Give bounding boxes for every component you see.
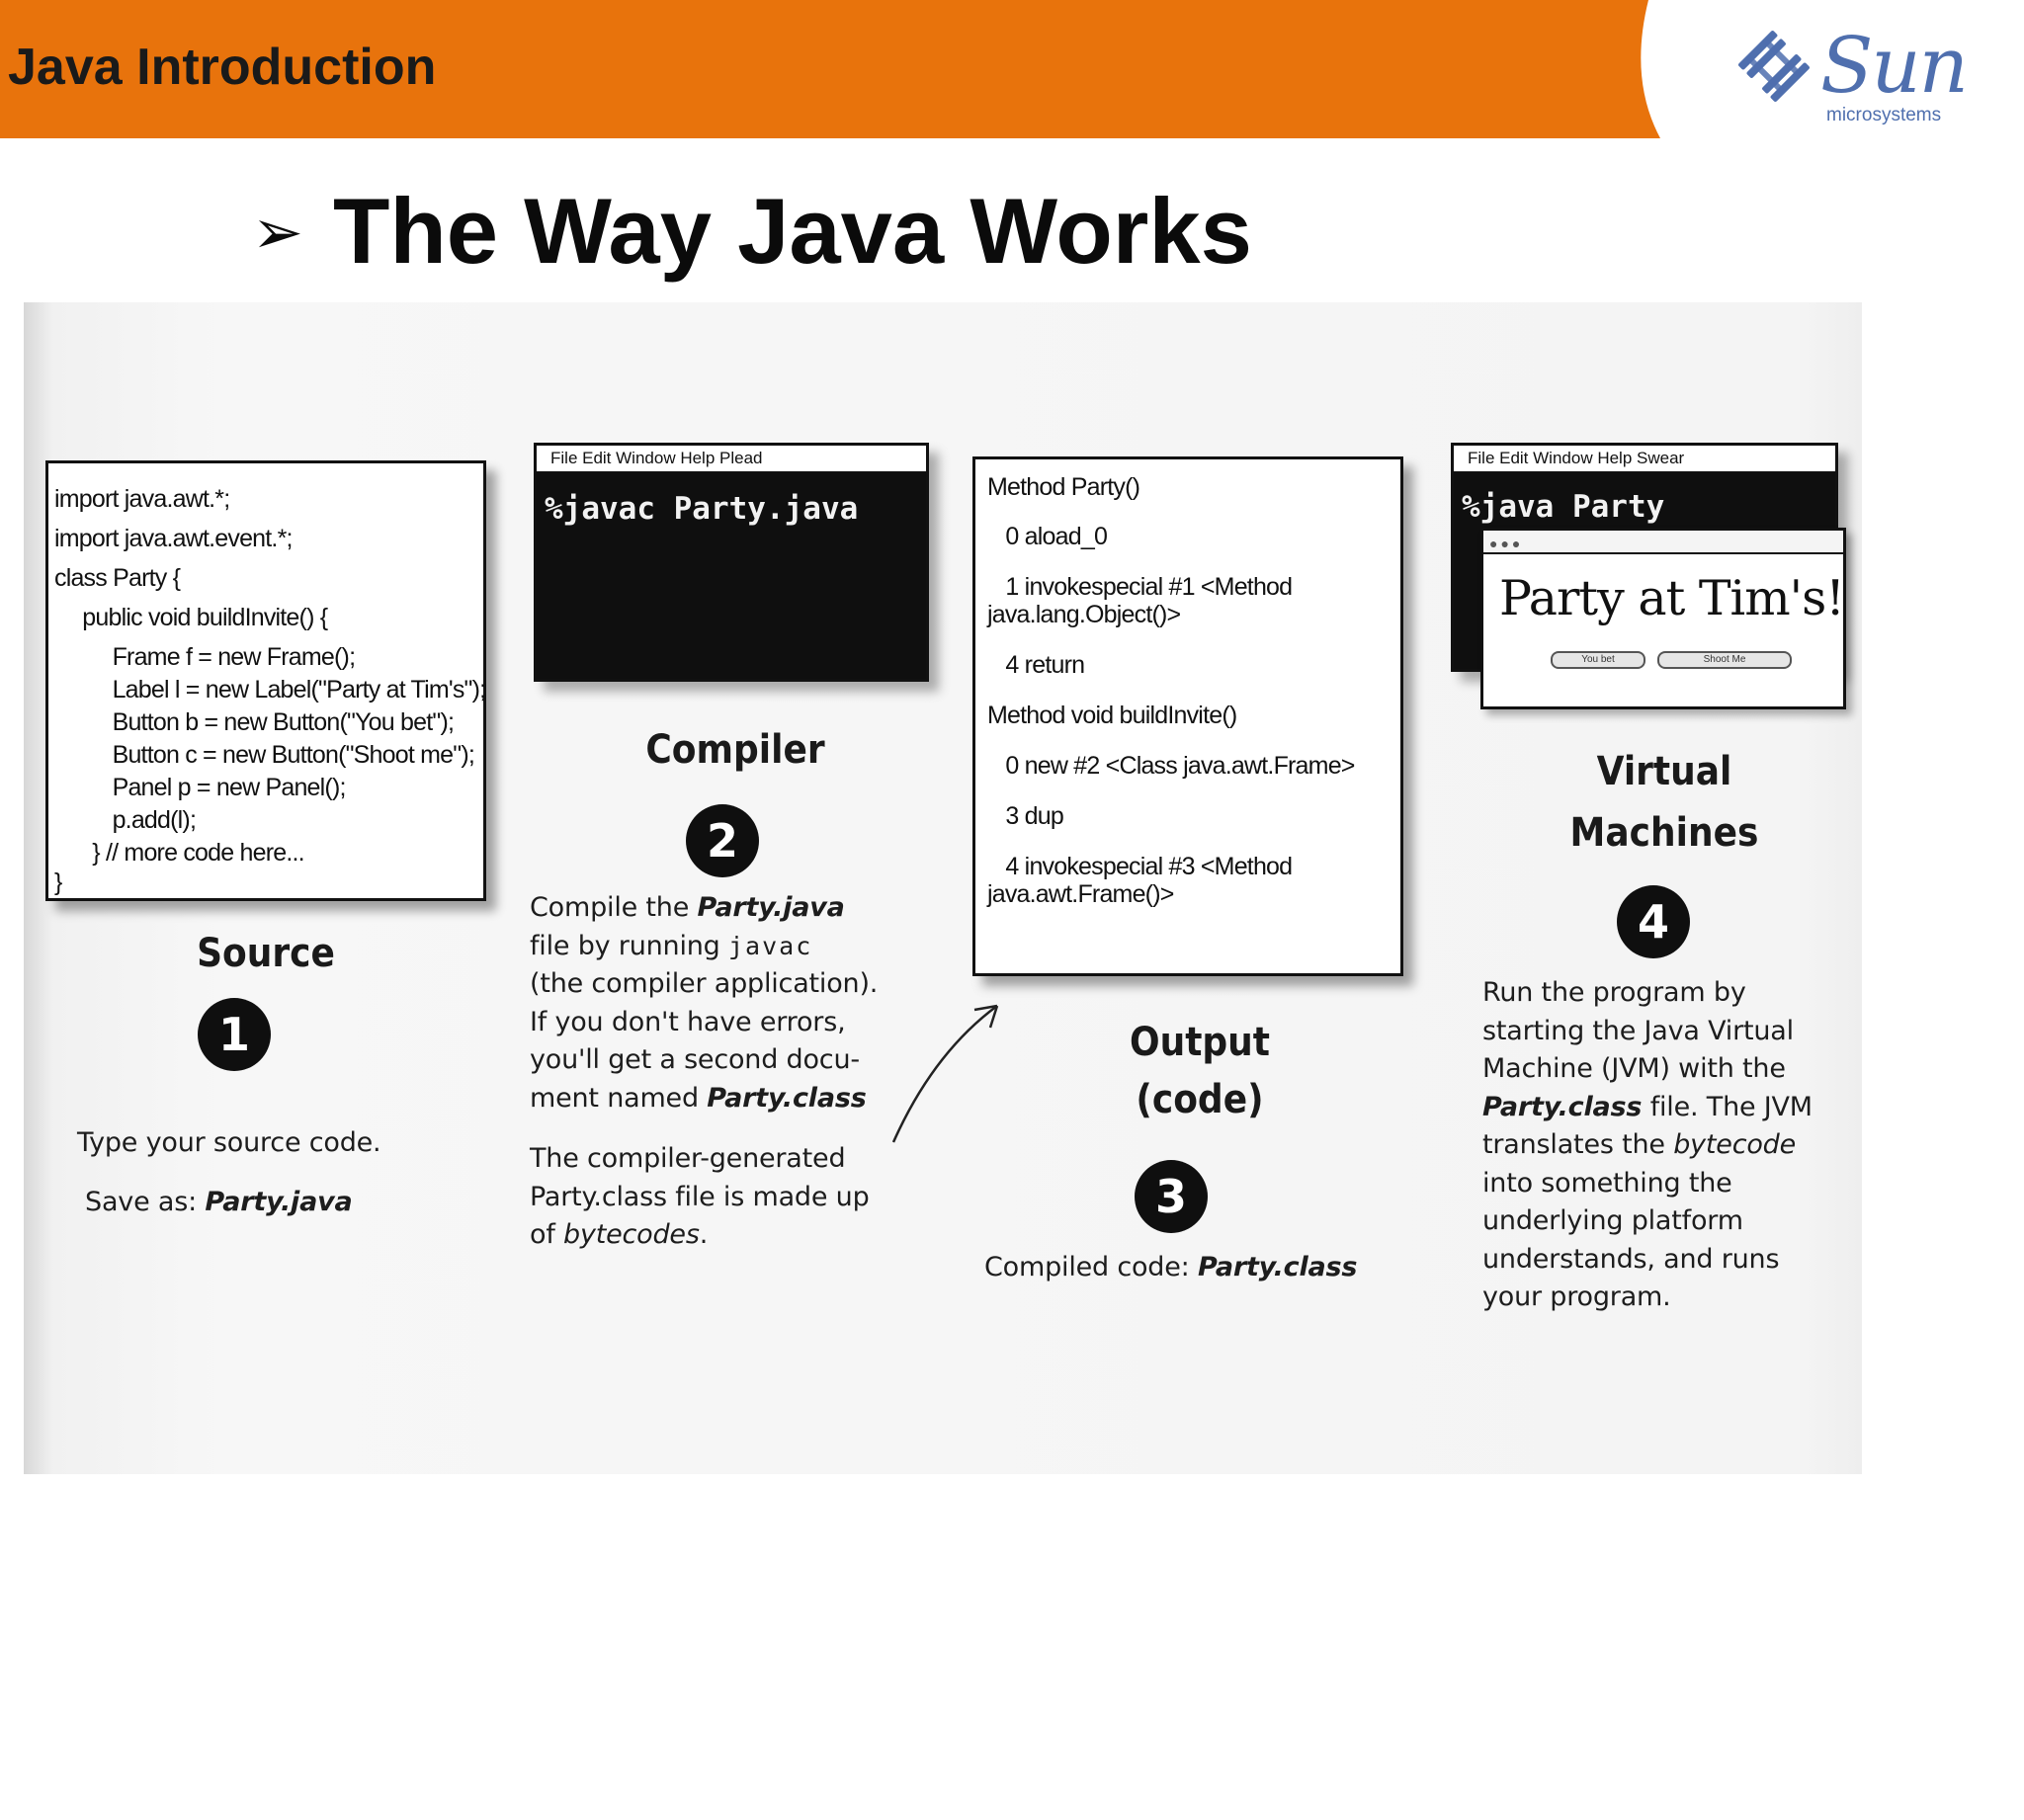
compiler-desc-line: ment named Party.class [530,1080,878,1118]
vm-desc-line: into something the [1482,1167,1732,1199]
bytecode-line: Method void buildInvite() [987,702,1237,729]
bytecode-line: java.awt.Frame()> [987,880,1174,908]
vm-desc-line: Run the program by [1482,977,1746,1008]
step-2-badge: 2 [686,804,759,877]
text: bytecode [1673,1129,1797,1160]
party-window-title: Party at Tim's! [1499,570,1845,626]
compiler-desc-2: The compiler-generated Party.class file … [530,1140,870,1255]
bytecode-panel: Method Party() 0 aload_0 1 invokespecial… [972,456,1403,976]
output-desc-prefix: Compiled code: [984,1252,1198,1282]
source-line: Label l = new Label("Party at Tim's"); [88,676,487,703]
shoot-me-button[interactable]: Shoot Me [1657,651,1792,669]
sun-logo: Sun microsystems [1729,22,1969,130]
source-line: import java.awt.*; [54,485,230,513]
text: . [699,1219,709,1250]
text: file by running [530,930,728,961]
slide-title: ➢ The Way Java Works [252,178,1252,285]
text: file. The JVM [1642,1091,1813,1122]
text: javac [727,931,813,960]
step-1-badge: 1 [198,998,271,1071]
bytecode-line: 1 invokespecial #1 <Method [987,573,1293,601]
compiler-heading: Compiler [645,727,825,773]
compiler-desc-line: you'll get a second docu- [530,1044,860,1075]
step-3-badge: 3 [1135,1160,1208,1233]
source-line: public void buildInvite() { [70,604,328,631]
vm-subheading: Machines [1569,810,1759,856]
compiler-desc-line: Party.class file is made up [530,1181,870,1212]
bytecode-line: 4 return [987,651,1085,679]
compiler-desc-line: Compile the Party.java [530,889,878,928]
bytecode-line: 0 aload_0 [987,523,1108,550]
compiler-desc-line: If you don't have errors, [530,1006,846,1037]
text: Compile the [530,892,698,923]
vm-heading: Virtual [1596,749,1732,794]
output-desc: Compiled code: Party.class [984,1249,1357,1287]
compiler-desc-line: file by running javac [530,928,878,966]
bytecode-line: java.lang.Object()> [987,601,1181,628]
vm-desc-line: Machine (JVM) with the [1482,1053,1786,1084]
vm-desc-line: starting the Java Virtual [1482,1015,1794,1046]
vm-menubar: File Edit Window Help Swear [1454,446,1835,473]
source-desc-1: Type your source code. [77,1127,381,1158]
text: Party.java [697,892,845,923]
source-line: } // more code here... [80,839,304,867]
vm-desc-line: underlying platform [1482,1205,1743,1236]
header-title: Java Introduction [8,39,437,96]
party-window-titlebar: ●●● [1483,531,1843,554]
text: Party.class [707,1082,867,1114]
output-heading: Output [1129,1020,1271,1065]
compiler-command: %javac Party.java [545,491,859,527]
you-bet-button[interactable]: You bet [1551,651,1645,669]
source-line: Frame f = new Frame(); [88,643,356,671]
sun-logo-subtext: microsystems [1826,105,1942,125]
source-line: Button c = new Button("Shoot me"); [88,741,475,769]
window-controls-icon: ●●● [1489,536,1524,551]
bullet-arrow-icon: ➢ [252,198,303,267]
sun-logo-text: Sun [1820,22,1969,111]
vm-desc: Run the program by starting the Java Vir… [1482,974,1813,1317]
slide-title-text: The Way Java Works [332,179,1252,283]
java-process-figure: import java.awt.*; import java.awt.event… [24,302,1862,1474]
vm-desc-line: Party.class file. The JVM [1482,1089,1813,1127]
compiler-terminal: File Edit Window Help Plead %javac Party… [534,443,929,682]
bytecode-line: 0 new #2 <Class java.awt.Frame> [987,752,1355,780]
bytecode-line: Method Party() [987,473,1140,501]
text: Party.class [1482,1091,1643,1122]
text: of [530,1219,564,1250]
source-desc-2-prefix: Save as: [85,1187,206,1217]
output-file-name: Party.class [1197,1252,1358,1282]
text: ment named [530,1082,708,1114]
source-line: class Party { [54,564,181,592]
sun-logo-icon [1738,31,1810,102]
source-line: Button b = new Button("You bet"); [88,708,455,736]
header-bar: Java Introduction Sun microsystems [0,0,2024,138]
party-window: ●●● Party at Tim's! You bet Shoot Me [1480,528,1846,709]
compiler-desc-line: The compiler-generated [530,1143,846,1174]
compiler-desc: Compile the Party.java file by running j… [530,889,878,1117]
bytecode-line: 4 invokespecial #3 <Method [987,853,1293,880]
source-file-name: Party.java [205,1187,353,1217]
text: bytecodes [563,1219,700,1250]
compiler-desc-line: (the compiler application). [530,968,879,999]
source-line: Panel p = new Panel(); [88,774,347,801]
vm-desc-line: translates the bytecode [1482,1126,1813,1165]
source-desc-2: Save as: Party.java [85,1184,353,1222]
source-line: import java.awt.event.*; [54,525,293,552]
step-4-badge: 4 [1617,885,1690,958]
source-code-panel: import java.awt.*; import java.awt.event… [45,460,486,901]
source-heading: Source [197,931,335,976]
output-subheading: (code) [1136,1077,1264,1122]
vm-command: %java Party [1462,489,1665,525]
source-line: p.add(l); [88,806,197,834]
header-orange-shape [0,0,1660,138]
compiler-menubar: File Edit Window Help Plead [537,446,926,473]
text: translates the [1482,1129,1674,1160]
vm-desc-line: your program. [1482,1282,1671,1312]
bytecode-line: 3 dup [987,802,1063,830]
vm-desc-line: understands, and runs [1482,1243,1780,1275]
source-line: } [54,869,62,896]
compiler-desc-line: of bytecodes. [530,1216,870,1255]
